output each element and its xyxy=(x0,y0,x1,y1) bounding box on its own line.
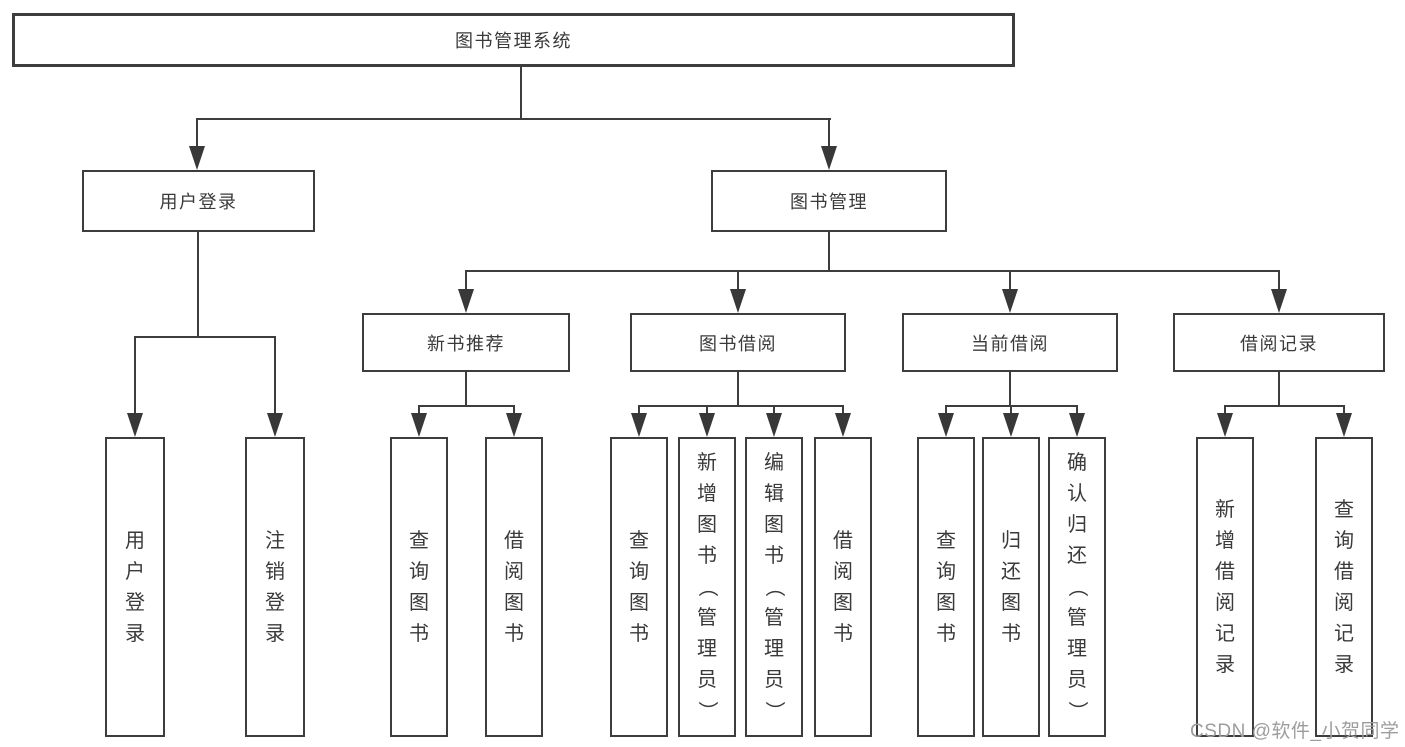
node-library-management-system: 图书管理系统 xyxy=(12,13,1015,67)
arrow-down-icon xyxy=(730,289,746,313)
connector-line xyxy=(1009,270,1011,294)
connector-line xyxy=(1224,405,1345,407)
connector-line xyxy=(706,405,708,417)
connector-line xyxy=(638,405,844,407)
node-query-books: 查询图书 xyxy=(610,437,668,737)
connector-line xyxy=(737,371,739,407)
connector-line xyxy=(1278,270,1280,294)
node-user-login-leaf: 用户登录 xyxy=(105,437,165,737)
connector-line xyxy=(465,270,467,294)
arrow-down-icon xyxy=(821,146,837,170)
node-book-borrowing: 图书借阅 xyxy=(630,313,846,372)
node-borrow-books: 借阅图书 xyxy=(814,437,872,737)
arrow-down-icon xyxy=(267,413,283,437)
arrow-down-icon xyxy=(1217,413,1233,437)
connector-line xyxy=(1010,405,1012,417)
arrow-down-icon xyxy=(766,413,782,437)
connector-line xyxy=(513,405,515,417)
connector-line xyxy=(418,405,420,417)
node-borrow-books: 借阅图书 xyxy=(485,437,543,737)
leaf-label: 用户登录 xyxy=(125,529,145,645)
connector-line xyxy=(134,336,276,338)
connector-line xyxy=(418,405,515,407)
leaf-label: 新增图书（管理员） xyxy=(696,452,718,721)
leaf-label: 借阅图书 xyxy=(504,529,524,645)
connector-line xyxy=(828,231,830,272)
connector-line xyxy=(737,270,739,294)
leaf-label: 注销登录 xyxy=(265,529,285,645)
node-edit-books-admin: 编辑图书（管理员） xyxy=(745,437,803,737)
node-query-books: 查询图书 xyxy=(390,437,448,737)
connector-line xyxy=(465,270,1280,272)
leaf-label: 确认归还（管理员） xyxy=(1066,452,1088,721)
connector-line xyxy=(520,66,522,119)
connector-line xyxy=(274,336,276,417)
node-new-book-recommendation: 新书推荐 xyxy=(362,313,570,372)
arrow-down-icon xyxy=(411,413,427,437)
leaf-label: 查询借阅记录 xyxy=(1334,498,1354,676)
connector-line xyxy=(196,118,831,120)
node-query-books: 查询图书 xyxy=(917,437,975,737)
connector-line xyxy=(465,371,467,407)
node-return-books: 归还图书 xyxy=(982,437,1040,737)
connector-line xyxy=(638,405,640,417)
leaf-label: 归还图书 xyxy=(1001,529,1021,645)
leaf-label: 借阅图书 xyxy=(833,529,853,645)
node-borrowing-records: 借阅记录 xyxy=(1173,313,1385,372)
connector-line xyxy=(773,405,775,417)
leaf-label: 编辑图书（管理员） xyxy=(763,452,785,721)
node-confirm-return-admin: 确认归还（管理员） xyxy=(1048,437,1106,737)
connector-line xyxy=(1343,405,1345,417)
node-current-borrowing: 当前借阅 xyxy=(902,313,1118,372)
connector-line xyxy=(1224,405,1226,417)
arrow-down-icon xyxy=(127,413,143,437)
watermark: CSDN @软件_小贺同学 xyxy=(1190,721,1400,742)
leaf-label: 查询图书 xyxy=(409,529,429,645)
node-add-books-admin: 新增图书（管理员） xyxy=(678,437,736,737)
node-add-borrow-record: 新增借阅记录 xyxy=(1196,437,1254,737)
arrow-down-icon xyxy=(1069,413,1085,437)
arrow-down-icon xyxy=(506,413,522,437)
connector-line xyxy=(1009,371,1011,407)
node-user-login: 用户登录 xyxy=(82,170,315,232)
node-logout: 注销登录 xyxy=(245,437,305,737)
arrow-down-icon xyxy=(631,413,647,437)
connector-line xyxy=(196,118,198,150)
connector-line xyxy=(134,336,136,417)
node-query-borrow-record: 查询借阅记录 xyxy=(1315,437,1373,737)
connector-line xyxy=(1076,405,1078,417)
connector-line xyxy=(828,118,830,150)
leaf-label: 新增借阅记录 xyxy=(1215,498,1235,676)
arrow-down-icon xyxy=(699,413,715,437)
arrow-down-icon xyxy=(1271,289,1287,313)
connector-line xyxy=(842,405,844,417)
arrow-down-icon xyxy=(1002,289,1018,313)
node-book-management: 图书管理 xyxy=(711,170,947,232)
leaf-label: 查询图书 xyxy=(936,529,956,645)
connector-line xyxy=(197,231,199,338)
arrow-down-icon xyxy=(938,413,954,437)
connector-line xyxy=(1278,371,1280,407)
arrow-down-icon xyxy=(1003,413,1019,437)
arrow-down-icon xyxy=(189,146,205,170)
arrow-down-icon xyxy=(1336,413,1352,437)
arrow-down-icon xyxy=(835,413,851,437)
leaf-label: 查询图书 xyxy=(629,529,649,645)
connector-line xyxy=(945,405,947,417)
arrow-down-icon xyxy=(458,289,474,313)
